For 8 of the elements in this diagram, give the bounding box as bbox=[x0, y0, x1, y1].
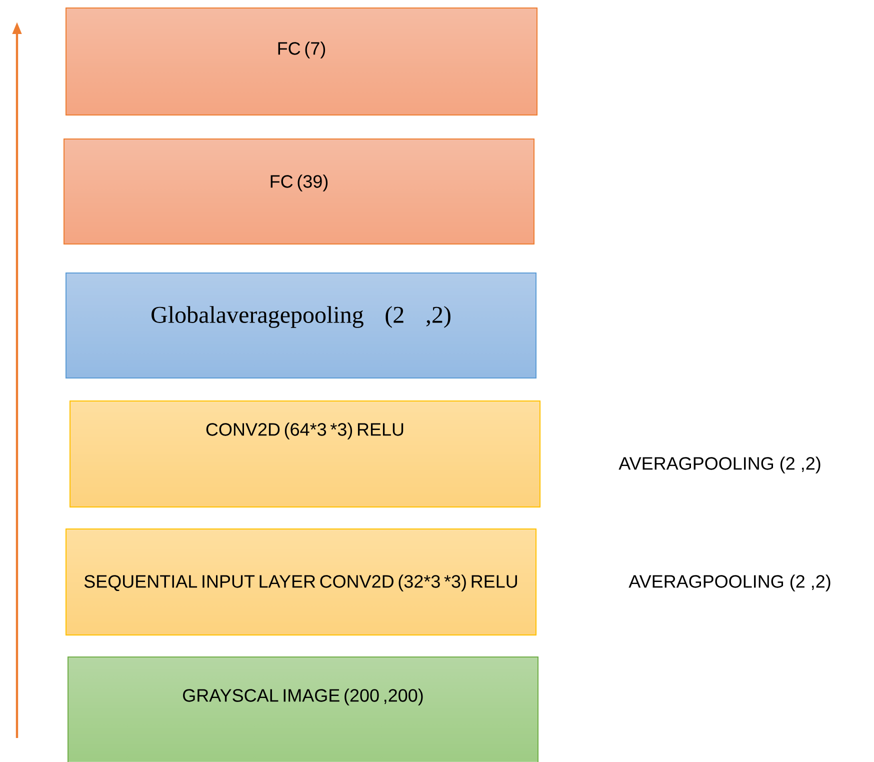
layer-box: FC (39) bbox=[64, 138, 534, 244]
layer-box: CONV2D (64*3 *3) RELU bbox=[70, 400, 540, 508]
layer-box: SEQUENTIAL INPUT LAYER CONV2D (32*3 *3) RELU bbox=[66, 528, 536, 636]
layer-box: FC (7) bbox=[66, 7, 538, 116]
layer-box: GRAYSCAL IMAGE (200 ,200) bbox=[68, 656, 538, 762]
layer-label: AVERAGPOOLING (2 ,2) bbox=[618, 456, 820, 474]
layer-box: Globalaveragepooling (2 ,2) bbox=[66, 272, 536, 378]
layer-label: AVERAGPOOLING (2 ,2) bbox=[628, 574, 830, 592]
